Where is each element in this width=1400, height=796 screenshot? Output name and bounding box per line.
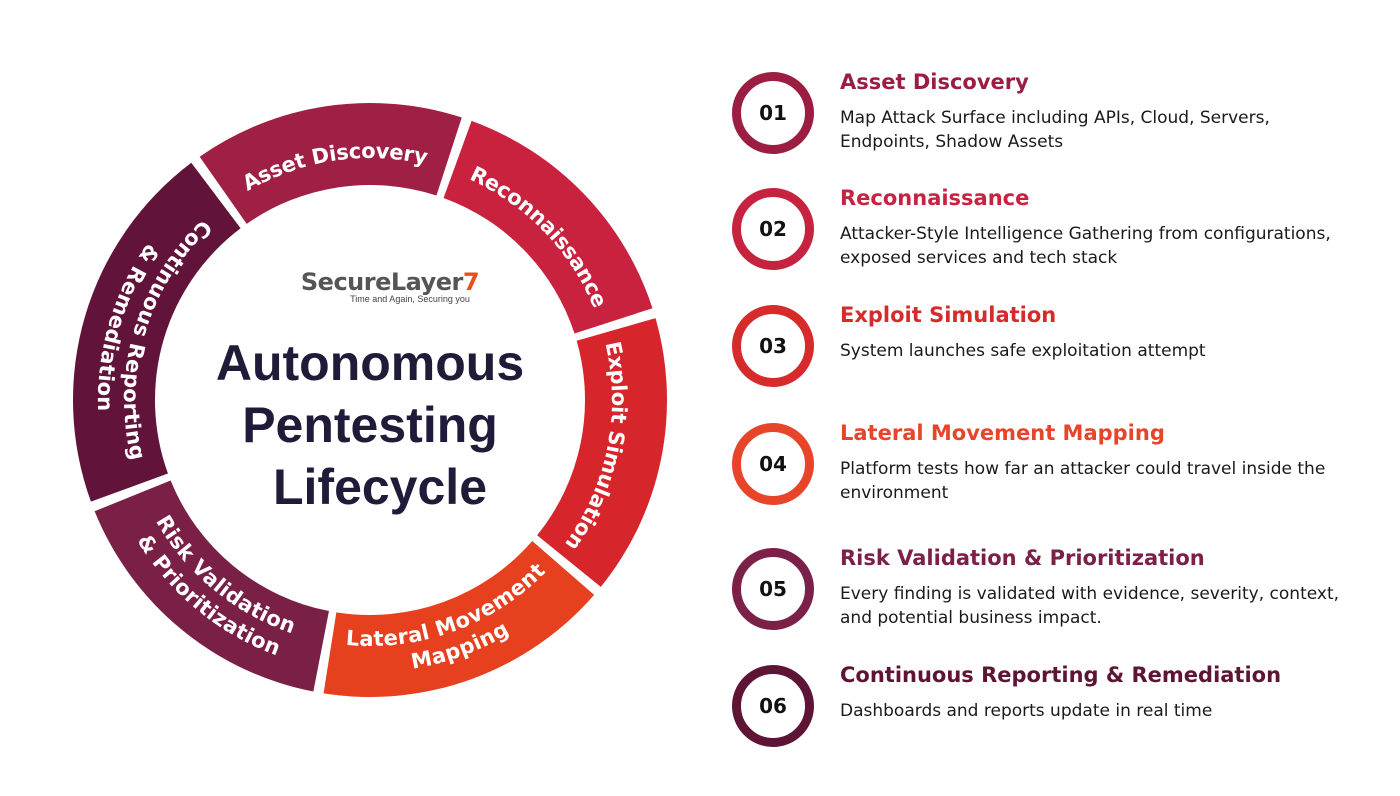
logo-name: SecureLayer	[300, 268, 464, 296]
step-title: Reconnaissance	[840, 186, 1030, 210]
wheel-segment-exploit-simulation	[537, 318, 667, 587]
step-item: 05 Risk Validation & Prioritization Ever…	[732, 546, 1372, 638]
step-description: Dashboards and reports update in real ti…	[840, 701, 1213, 721]
step-number: 06	[759, 694, 787, 718]
center-title: Autonomous Pentesting Lifecycle	[200, 332, 540, 518]
step-number: 01	[759, 101, 787, 125]
step-number-badge: 01	[732, 72, 814, 154]
logo-tagline: Time and Again, Securing you	[350, 294, 470, 304]
step-item: 04 Lateral Movement Mapping Platform tes…	[732, 421, 1372, 513]
step-description: Every finding is validated with evidence…	[840, 584, 1340, 628]
wheel-segment-continuous-reporting	[73, 162, 241, 502]
wheel-segment-lateral-movement-mapping	[323, 541, 595, 697]
step-item: 01 Asset Discovery Map Attack Surface in…	[732, 70, 1372, 162]
center-title-line: Lifecycle	[272, 459, 487, 515]
step-number: 03	[759, 334, 787, 358]
step-number: 02	[759, 217, 787, 241]
wheel-segment-risk-validation	[94, 480, 329, 692]
securelayer7-logo: SecureLayer7 Time and Again, Securing yo…	[300, 268, 480, 304]
wheel-segment-asset-discovery	[199, 103, 462, 224]
step-number-badge: 06	[732, 665, 814, 747]
step-number: 05	[759, 577, 787, 601]
step-title: Exploit Simulation	[840, 303, 1057, 327]
step-title: Risk Validation & Prioritization	[840, 546, 1205, 570]
step-title: Continuous Reporting & Remediation	[840, 663, 1282, 687]
step-number-badge: 02	[732, 188, 814, 270]
step-number-badge: 03	[732, 305, 814, 387]
step-title: Asset Discovery	[840, 70, 1029, 94]
step-title: Lateral Movement Mapping	[840, 421, 1165, 445]
center-title-line: Pentesting	[242, 397, 498, 453]
step-description: System launches safe exploitation attemp…	[840, 341, 1206, 361]
step-number: 04	[759, 452, 787, 476]
step-description: Attacker-Style Intelligence Gathering fr…	[840, 224, 1331, 268]
step-description: Platform tests how far an attacker could…	[840, 459, 1326, 503]
step-number-badge: 04	[732, 423, 814, 505]
step-item: 03 Exploit Simulation System launches sa…	[732, 303, 1372, 395]
step-number-badge: 05	[732, 548, 814, 630]
step-item: 02 Reconnaissance Attacker-Style Intelli…	[732, 186, 1372, 278]
logo-seven: 7	[462, 268, 480, 296]
center-title-line: Autonomous	[215, 335, 525, 391]
wheel-segment-reconnaissance	[443, 120, 653, 334]
step-item: 06 Continuous Reporting & Remediation Da…	[732, 663, 1372, 755]
step-description: Map Attack Surface including APIs, Cloud…	[840, 108, 1270, 152]
